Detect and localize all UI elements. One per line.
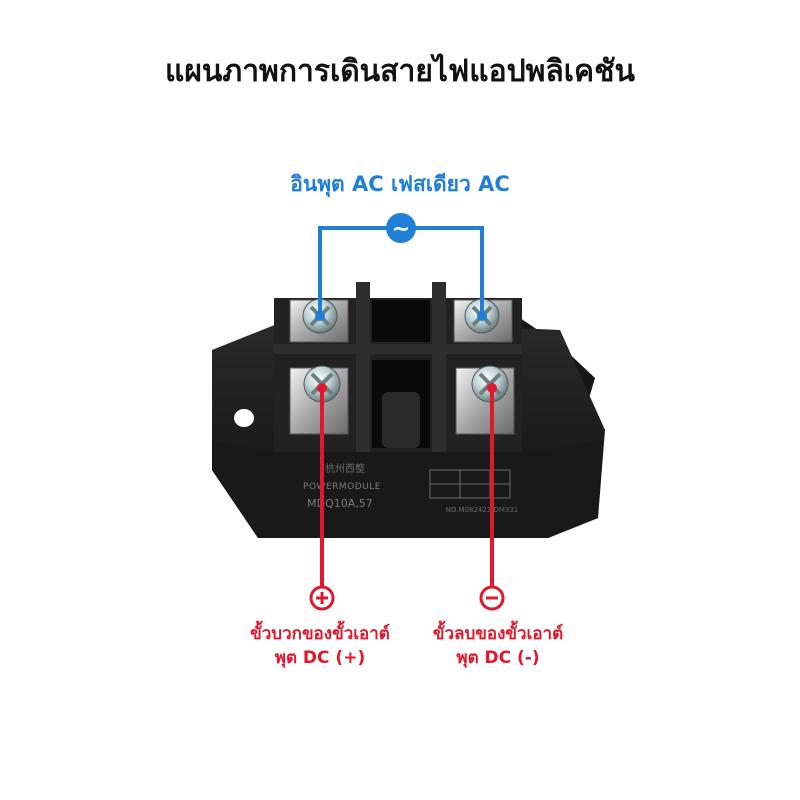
module-chinese-mark: 杭州西整: [325, 462, 365, 475]
mounting-hole: [234, 409, 254, 427]
ac-input-label: อินพุต AC เฟสเดียว AC: [290, 172, 510, 196]
center-cavity-top: [372, 300, 430, 342]
page-title: แผนภาพการเดินสายไฟแอปพลิเคชัน: [165, 54, 635, 89]
dc-positive-label-line1: ขั้วบวกของขั้วเอาต์: [250, 624, 390, 644]
dc-negative-label-line1: ขั้วลบของขั้วเอาต์: [432, 624, 564, 644]
module-model: MDQ10A,57: [307, 497, 373, 510]
ac-wiring: ~: [315, 213, 487, 321]
dc-positive-symbol: +: [316, 589, 328, 607]
center-wall-left: [356, 282, 370, 452]
module-serial: NO.M082423 DM331: [446, 506, 518, 514]
center-cavity-bump: [382, 392, 420, 448]
dc-negative-symbol: −: [486, 589, 498, 607]
center-wall-right: [432, 282, 446, 452]
module-brand: POWERMODULE: [303, 482, 381, 492]
terminal-dc-negative: [455, 365, 515, 435]
ac-endpoint-right: [477, 311, 487, 321]
dc-negative-label-line2: พุต DC (-): [456, 648, 540, 668]
dc-negative-endpoint: [487, 383, 497, 393]
dc-positive-label: ขั้วบวกของขั้วเอาต์ พุต DC (+): [230, 622, 410, 670]
ac-source-icon: [386, 213, 416, 243]
dc-positive-endpoint: [317, 383, 327, 393]
ac-wave-symbol: ~: [392, 217, 410, 242]
module-front-face: [212, 440, 600, 538]
ac-endpoint-left: [315, 311, 325, 321]
horizontal-divider: [274, 344, 522, 354]
dc-positive-label-line2: พุต DC (+): [274, 648, 366, 668]
rectifier-module: 杭州西整 POWERMODULE MDQ10A,57 NO.M082423 DM…: [212, 282, 605, 538]
dc-wiring: [309, 383, 505, 611]
terminal-dc-positive: [289, 365, 349, 435]
dc-negative-label: ขั้วลบของขั้วเอาต์ พุต DC (-): [408, 622, 588, 670]
